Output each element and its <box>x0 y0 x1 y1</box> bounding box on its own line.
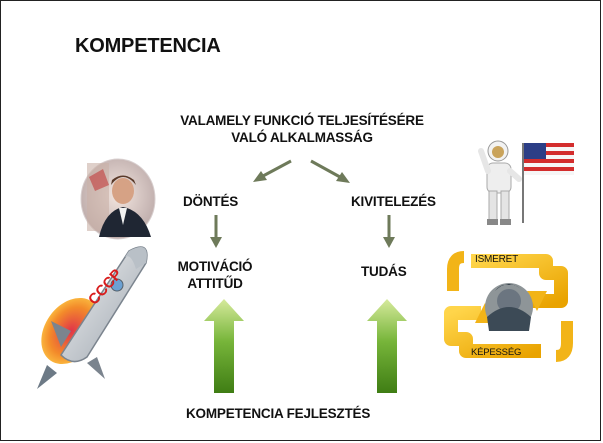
node-kivitelezes: KIVITELEZÉS <box>351 194 436 209</box>
cycle-label-ismeret: ISMERET <box>475 254 519 265</box>
node-tudas: TUDÁS <box>361 264 407 279</box>
up-arrow-right <box>367 299 407 393</box>
slide-title: KOMPETENCIA <box>75 35 221 57</box>
up-arrow-left <box>204 299 244 393</box>
portrait-image <box>80 158 156 240</box>
node-motivacio-attitud: MOTIVÁCIÓ ATTITŰD <box>163 258 267 292</box>
connector-root-left <box>253 159 292 182</box>
leaf-line-attitud: ATTITŰD <box>187 276 243 291</box>
leaf-line-motivacio: MOTIVÁCIÓ <box>177 259 253 274</box>
root-line-1: VALAMELY FUNKCIÓ TELJESÍTÉSÉRE <box>180 113 424 128</box>
cycle-diagram <box>444 251 573 362</box>
rocket-image <box>37 246 148 389</box>
connector-root-right <box>310 159 350 183</box>
connector-dontes-motivacio <box>210 215 222 248</box>
astronaut-image <box>478 140 574 225</box>
node-kompetencia-fejlesztes: KOMPETENCIA FEJLESZTÉS <box>186 406 371 421</box>
cycle-label-kepesseg: KÉPESSÉG <box>471 347 522 358</box>
connector-kivitelezes-tudas <box>383 215 395 248</box>
root-node: VALAMELY FUNKCIÓ TELJESÍTÉSÉRE VALÓ ALKA… <box>167 112 437 146</box>
root-line-2: VALÓ ALKALMASSÁG <box>231 130 373 145</box>
node-dontes: DÖNTÉS <box>183 194 239 209</box>
